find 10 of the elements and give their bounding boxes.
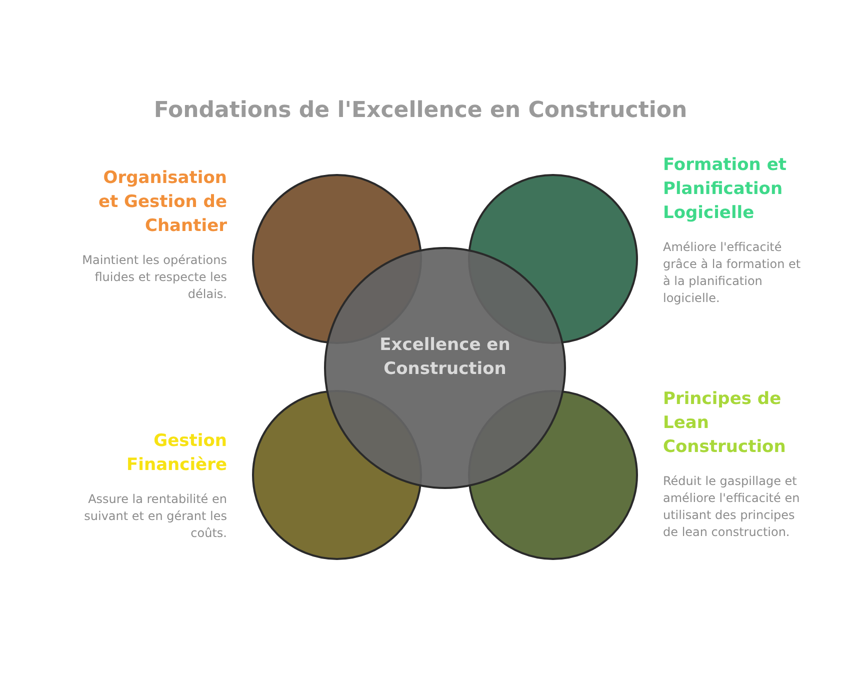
topic-heading: Formation et Planification Logicielle (663, 154, 788, 225)
topic-heading: Principes de Lean Construction (663, 388, 787, 459)
topic-description: Réduit le gaspillage et améliore l'efficacité en utilisant des principes de lean construction. (663, 473, 801, 541)
topic-heading: Organisation et Gestion de Chantier (97, 167, 227, 238)
topic-heading: Gestion Financière (126, 430, 227, 477)
topic-description: Maintient les opérations fluides et respecte les délais. (81, 252, 227, 303)
title: Fondations de l'Excellence en Construction (152, 98, 688, 123)
center-label: Excellence en Construction (378, 334, 512, 381)
topic-description: Améliore l'efficacité grâce à la formation et à la planification logicielle. (663, 239, 802, 307)
topic-description: Assure la rentabilité en suivant et en gérant les coûts. (83, 491, 227, 542)
